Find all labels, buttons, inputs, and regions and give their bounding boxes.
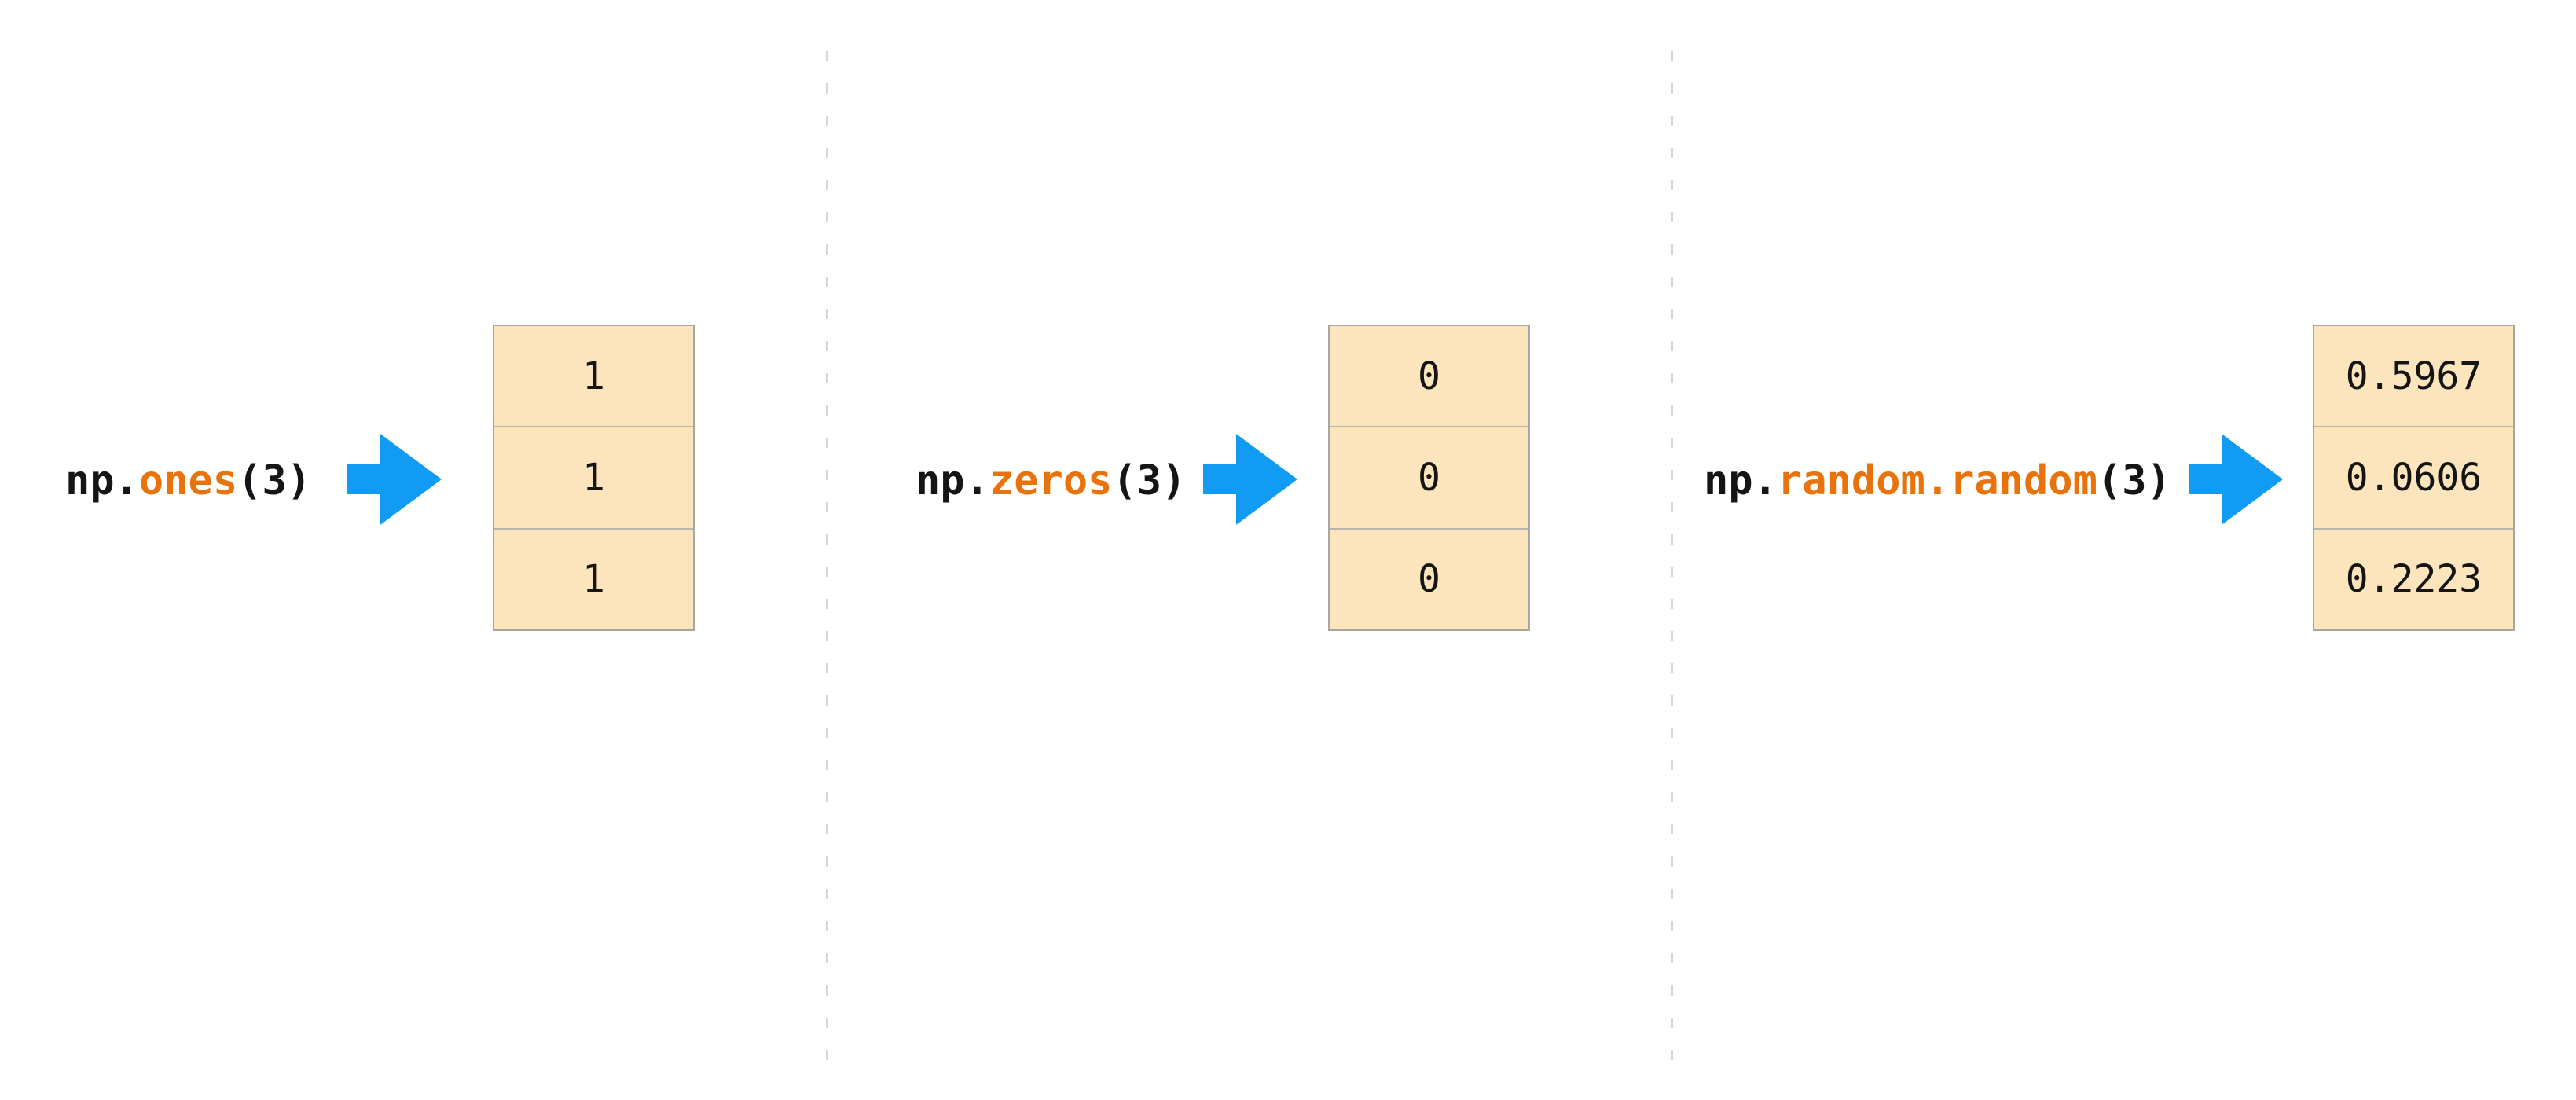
cell-value: 0 (1418, 354, 1440, 398)
code-label-zeros: np.zeros(3) (916, 457, 1186, 504)
code-suffix: (3) (1112, 457, 1187, 504)
code-prefix: np. (1704, 457, 1778, 504)
right-arrow-icon (2189, 434, 2283, 525)
array-cell: 0 (1330, 426, 1528, 527)
code-suffix: (3) (237, 457, 312, 504)
cell-value: 0.2223 (2345, 557, 2482, 602)
code-function-name: random.random (1777, 457, 2097, 504)
right-arrow-icon (1203, 434, 1297, 525)
dashed-divider (826, 51, 828, 1063)
array-column-zeros: 0 0 0 (1328, 324, 1530, 631)
cell-value: 0.0606 (2345, 455, 2482, 500)
dashed-divider (1671, 51, 1673, 1063)
array-cell: 1 (494, 326, 693, 426)
cell-value: 1 (582, 354, 605, 398)
array-cell: 0 (1330, 527, 1528, 629)
cell-value: 0 (1418, 455, 1440, 500)
array-cell: 0 (1330, 326, 1528, 426)
code-label-random: np.random.random(3) (1704, 457, 2171, 504)
code-prefix: np. (65, 457, 139, 504)
code-suffix: (3) (2097, 457, 2171, 504)
array-cell: 0.2223 (2314, 527, 2513, 629)
cell-value: 1 (582, 557, 605, 602)
array-cell: 0.0606 (2314, 426, 2513, 527)
right-arrow-icon (347, 434, 442, 525)
array-column-ones: 1 1 1 (493, 324, 695, 631)
array-cell: 1 (494, 527, 693, 629)
array-cell: 1 (494, 426, 693, 527)
code-prefix: np. (916, 457, 989, 504)
code-function-name: ones (138, 457, 238, 504)
cell-value: 0.5967 (2345, 354, 2482, 398)
code-label-ones: np.ones(3) (65, 457, 311, 504)
array-column-random: 0.5967 0.0606 0.2223 (2313, 324, 2515, 631)
cell-value: 0 (1418, 557, 1440, 602)
code-function-name: zeros (989, 457, 1113, 504)
cell-value: 1 (582, 455, 605, 500)
array-cell: 0.5967 (2314, 326, 2513, 426)
